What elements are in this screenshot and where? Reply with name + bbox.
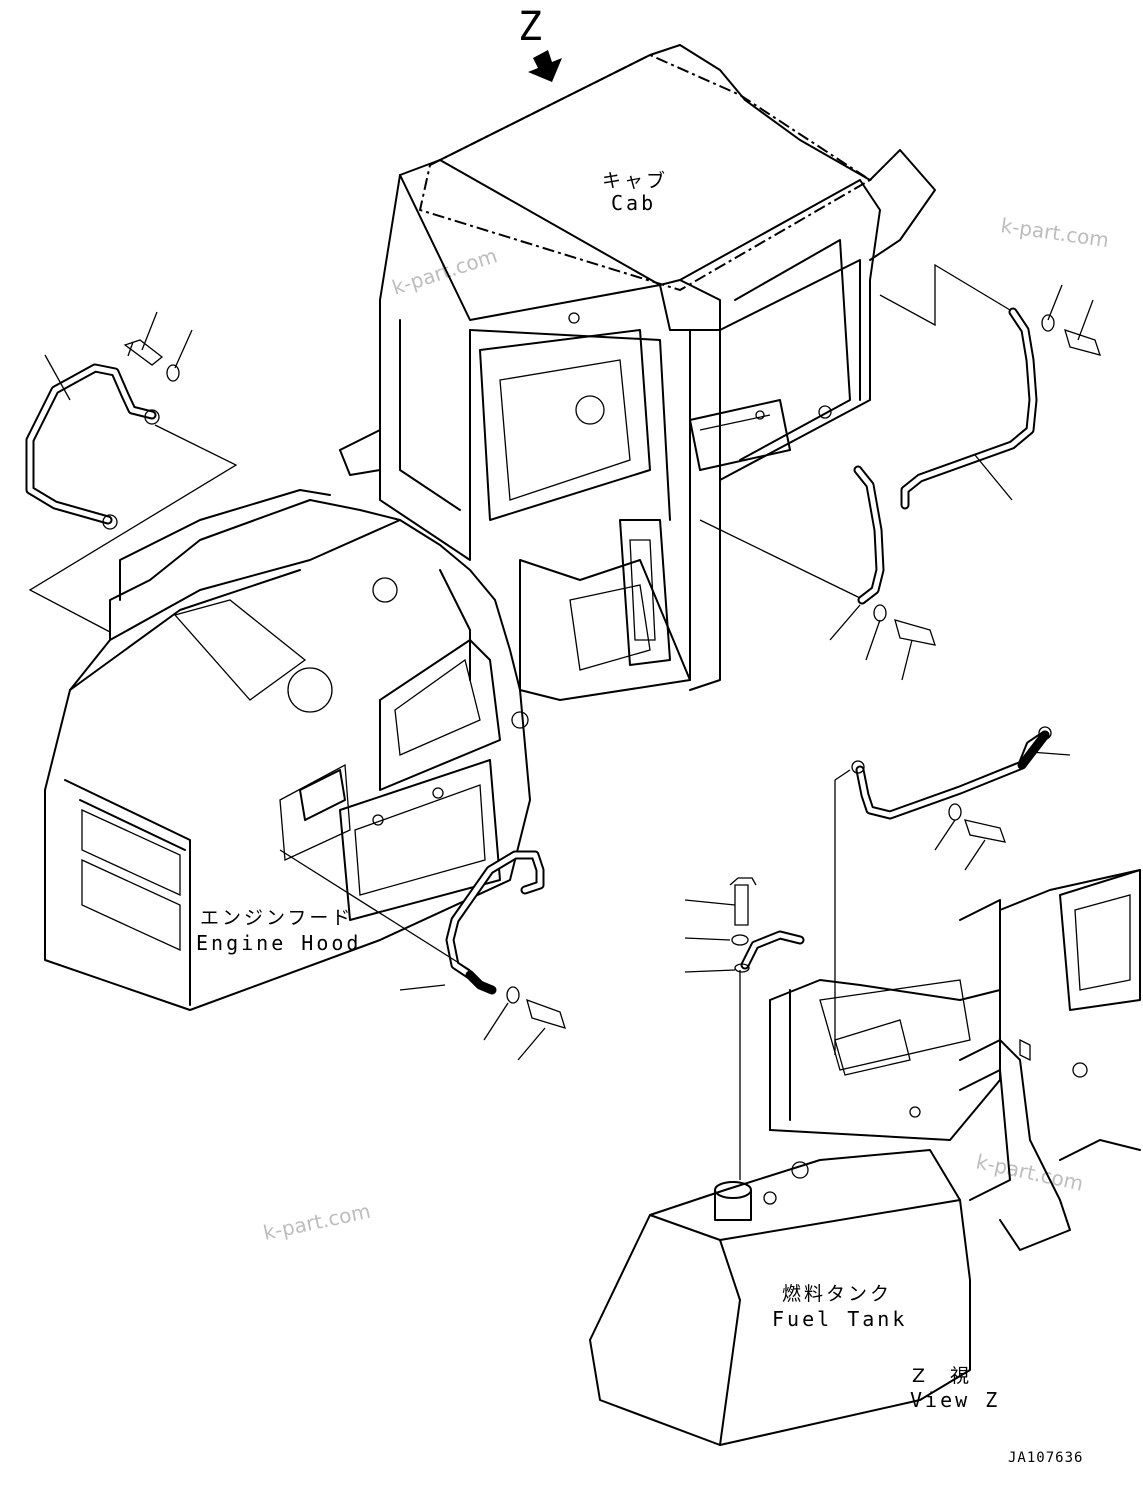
cab-frame — [339, 44, 936, 701]
view-z-label-jp: Z 視 — [912, 1365, 972, 1387]
view-z-label-en: View Z — [910, 1388, 1000, 1412]
watermark-bottom-left: k-part.com — [261, 1199, 373, 1245]
fuel-tank-view — [589, 780, 1141, 1446]
view-z-letter: Z — [518, 4, 545, 50]
engine-hood-label-jp: エンジンフード — [200, 907, 353, 929]
handrail-view-z-upper — [834, 726, 1071, 871]
fuel-tank-label-en: Fuel Tank — [772, 1307, 907, 1331]
fuel-tank-label-jp: 燃料タンク — [782, 1283, 892, 1305]
watermark-top-right: k-part.com — [999, 213, 1110, 252]
handrail-hood — [279, 849, 566, 1061]
fuel-tank-label: 燃料タンク Fuel Tank — [772, 1283, 907, 1331]
drawing-number: JA107636 — [1008, 1450, 1083, 1466]
arrow-icon — [528, 50, 562, 82]
watermark-top-left: k-part.com — [389, 243, 500, 299]
cab-label-jp: キャブ — [602, 169, 668, 192]
handrail-middle — [699, 465, 936, 681]
handrail-right-upper — [879, 263, 1101, 510]
watermark-layer: k-part.com k-part.com k-part.com k-part.… — [261, 213, 1110, 1245]
engine-hood — [44, 489, 531, 1011]
cab-label-en: Cab — [611, 191, 656, 215]
cab-label: キャブ Cab — [602, 169, 668, 215]
engine-hood-label: エンジンフード Engine Hood — [196, 907, 361, 955]
handrail-left — [25, 311, 238, 633]
handrail-view-z-lower — [684, 877, 805, 973]
engine-hood-label-en: Engine Hood — [196, 931, 361, 955]
view-z-label: Z 視 View Z — [910, 1365, 1000, 1412]
view-z-arrow: Z — [518, 4, 562, 82]
